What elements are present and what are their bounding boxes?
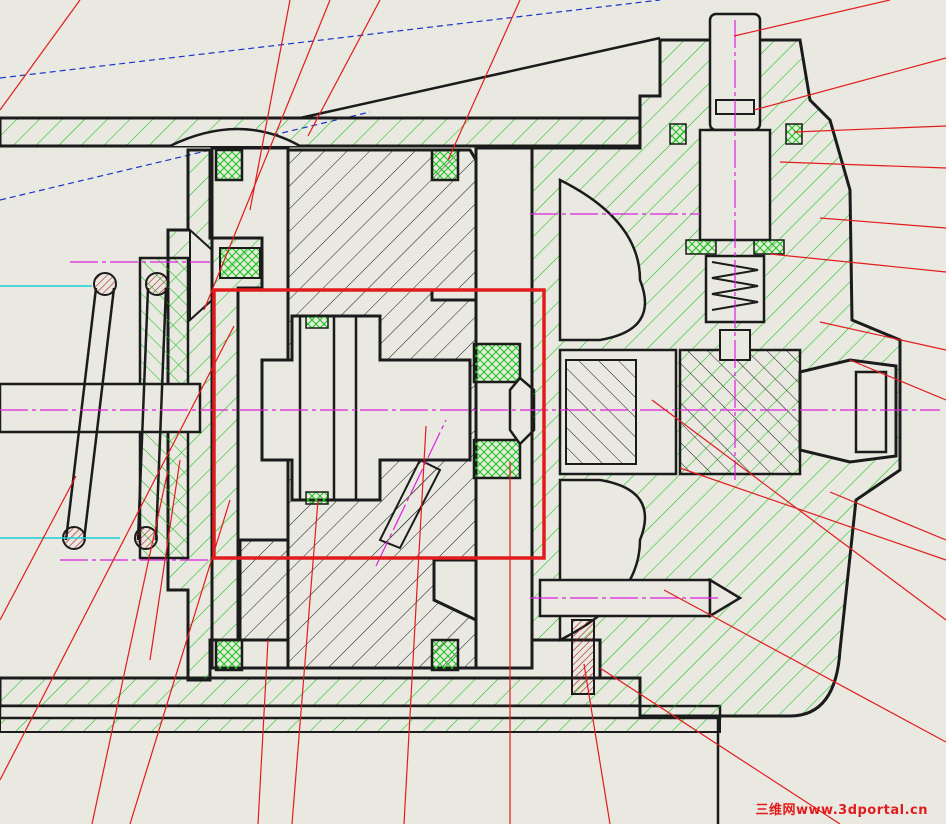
phantom-lines — [0, 0, 661, 201]
return-springs — [62, 272, 169, 550]
valve-housing — [530, 38, 902, 718]
cyan-axis-lines — [0, 285, 120, 539]
watermark-text: 三维网www.3dportal.cn — [755, 803, 928, 818]
centerlines — [0, 20, 940, 599]
top-plate — [0, 36, 661, 148]
seal-rings — [214, 148, 522, 672]
base-plate — [0, 676, 722, 824]
highlight-box — [212, 288, 546, 560]
